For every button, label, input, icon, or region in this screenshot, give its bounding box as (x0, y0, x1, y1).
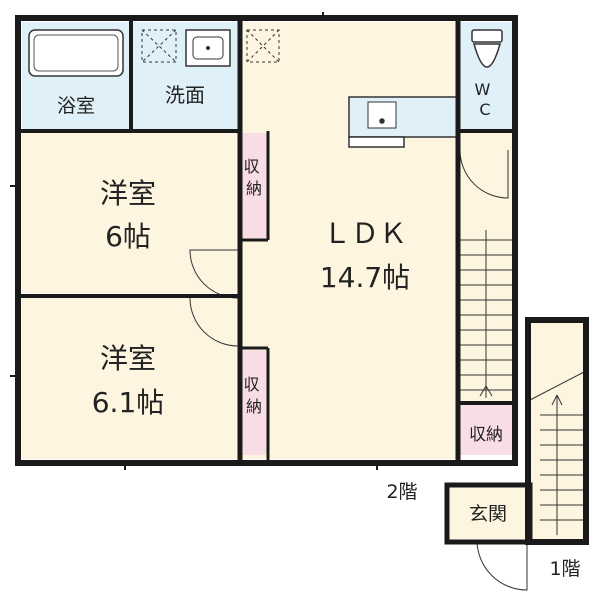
closet-label-3: 収納 (469, 425, 503, 445)
washer-mark (141, 29, 280, 63)
bedroom2-size: 6.1帖 (92, 386, 165, 419)
wc-label: W C (475, 80, 496, 119)
closet-label-2: 収 納 (243, 375, 264, 416)
window-marks (10, 12, 378, 470)
closet-label-2b: 納 (246, 397, 262, 416)
ldk-name: ＬＤＫ (323, 217, 407, 250)
toilet (471, 29, 503, 68)
entrance-label: 玄関 (469, 503, 507, 525)
closet-area-1 (240, 133, 267, 238)
closet-label-2a: 収 (243, 375, 259, 394)
upper-stair (460, 230, 513, 398)
bedroom1-area (22, 133, 238, 293)
closet-area-3 (460, 405, 513, 455)
bath-label: 浴室 (57, 95, 95, 117)
lower-stair (529, 371, 585, 535)
kitchen-counter (348, 96, 458, 148)
wc-label-1: W (475, 80, 491, 99)
wc-label-2: C (479, 100, 490, 119)
closet-label-1: 収 納 (243, 157, 264, 198)
closet-label-1b: 納 (246, 179, 262, 198)
closet-area-2 (240, 350, 267, 455)
bathtub (28, 29, 124, 77)
walls (15, 15, 589, 545)
floor-1-label: 1階 (549, 558, 580, 580)
bedroom2-name: 洋室 (100, 342, 156, 375)
ldk-area (240, 22, 458, 459)
bedroom1-size: 6帖 (105, 220, 151, 253)
bedroom1-name: 洋室 (100, 177, 156, 210)
floor-2-label: 2階 (386, 481, 417, 503)
ldk-size: 14.7帖 (320, 261, 410, 294)
closet-label-1a: 収 (243, 157, 259, 176)
washroom-label: 洗面 (165, 83, 205, 107)
entrance-area (450, 487, 528, 539)
bedroom2-area (22, 298, 238, 459)
